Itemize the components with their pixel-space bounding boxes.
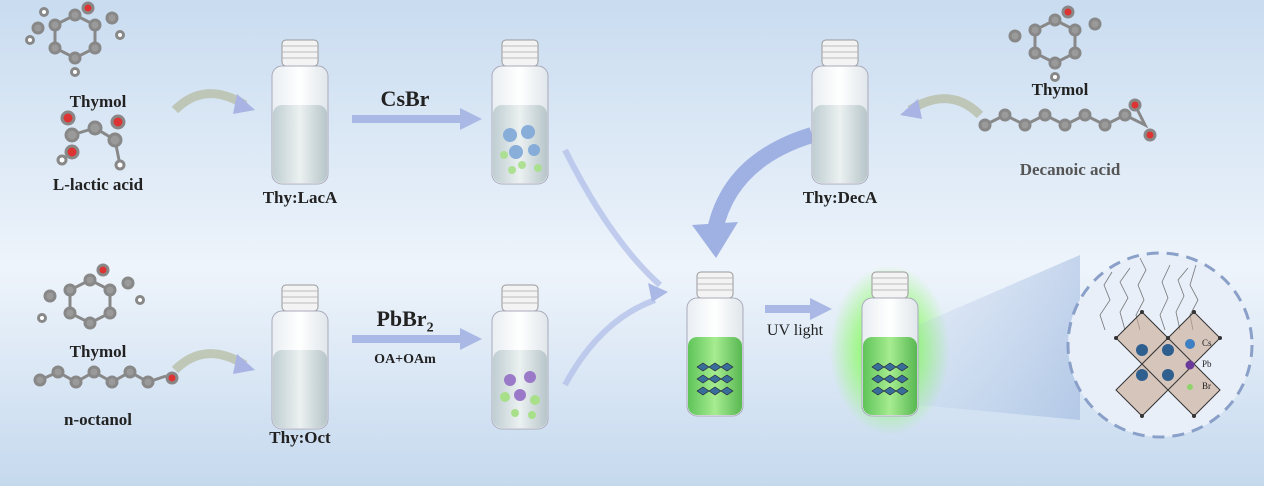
vial-thy-oct	[271, 284, 329, 430]
legend-pb-dot	[1185, 360, 1195, 370]
vial-cspbbr3	[686, 271, 744, 417]
legend-cs-dot	[1185, 339, 1195, 349]
legend-br: Br	[1202, 381, 1211, 391]
arrow-merge-bottom	[562, 297, 657, 387]
label-uv-light: UV light	[766, 322, 824, 339]
arrow-pbbr2	[352, 328, 482, 350]
thymol-molecule-3	[1008, 5, 1102, 82]
arrow-csbr	[352, 108, 482, 130]
label-thy-laca: Thy:LacA	[262, 188, 338, 207]
curved-arrow-3	[900, 99, 980, 119]
label-thy-oct: Thy:Oct	[269, 428, 331, 447]
arrow-uv	[765, 298, 832, 320]
curved-arrow-1	[175, 94, 255, 114]
label-thymol-1: Thymol	[69, 92, 127, 111]
label-thymol-2: Thymol	[69, 342, 127, 361]
vial-thy-laca	[271, 39, 329, 185]
label-octanol: n-octanol	[64, 410, 132, 429]
label-csbr: CsBr	[380, 86, 430, 111]
vial-csbr	[491, 39, 549, 185]
arrow-merge-top	[562, 148, 663, 288]
label-pbbr2: PbBr2	[376, 306, 433, 336]
perovskite-lattice	[1114, 310, 1222, 418]
zoom-beam	[918, 255, 1080, 420]
thymol-molecule-2	[37, 263, 145, 330]
pbbr2-subscript: 2	[426, 320, 434, 336]
vial-pbbr2	[491, 284, 549, 430]
curved-arrow-2	[175, 354, 255, 374]
decanoic-acid-molecule	[978, 98, 1157, 142]
label-thymol-3: Thymol	[1031, 80, 1089, 99]
pbbr2-text: PbBr	[376, 306, 427, 331]
octanol-molecule	[33, 365, 179, 389]
label-oa-oam: OA+OAm	[374, 352, 436, 367]
label-lactic-acid: L-lactic acid	[52, 175, 144, 194]
label-decanoic-acid: Decanoic acid	[1019, 160, 1121, 179]
legend-br-dot	[1187, 384, 1193, 390]
legend-cs: Cs	[1202, 338, 1212, 348]
thymol-molecule-1	[25, 1, 125, 77]
legend-pb: Pb	[1202, 359, 1212, 369]
lactic-acid-molecule	[56, 110, 126, 171]
arrow-deca	[707, 127, 815, 232]
label-thy-deca: Thy:DecA	[802, 188, 878, 207]
vial-thy-deca	[811, 39, 869, 185]
